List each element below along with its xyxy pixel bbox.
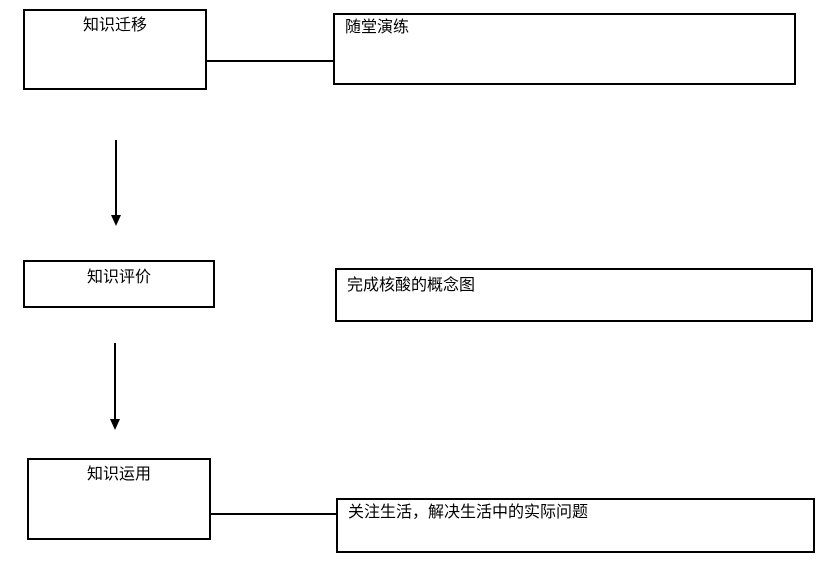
node-knowledge-application: 知识运用: [27, 458, 211, 540]
node-knowledge-transfer-label: 知识迁移: [82, 17, 147, 34]
node-knowledge-evaluation: 知识评价: [23, 260, 215, 308]
node-knowledge-application-label: 知识运用: [86, 466, 151, 483]
connector-application-to-life-task: [211, 513, 336, 515]
node-life-application-task: 关注生活，解决生活中的实际问题: [336, 498, 815, 553]
connector-transfer-to-practice: [207, 60, 333, 62]
arrow-down-icon: [111, 215, 121, 226]
node-classroom-practice: 随堂演练: [333, 13, 796, 85]
node-concept-map-task: 完成核酸的概念图: [335, 268, 813, 322]
arrow-down-icon: [110, 419, 120, 430]
arrow-transfer-to-evaluation-shaft: [115, 140, 117, 216]
node-knowledge-transfer: 知识迁移: [23, 9, 207, 90]
node-classroom-practice-label: 随堂演练: [345, 19, 410, 36]
node-concept-map-task-label: 完成核酸的概念图: [347, 277, 476, 294]
node-knowledge-evaluation-label: 知识评价: [86, 269, 151, 286]
arrow-evaluation-to-application-shaft: [114, 343, 116, 420]
node-life-application-task-label: 关注生活，解决生活中的实际问题: [348, 504, 589, 521]
